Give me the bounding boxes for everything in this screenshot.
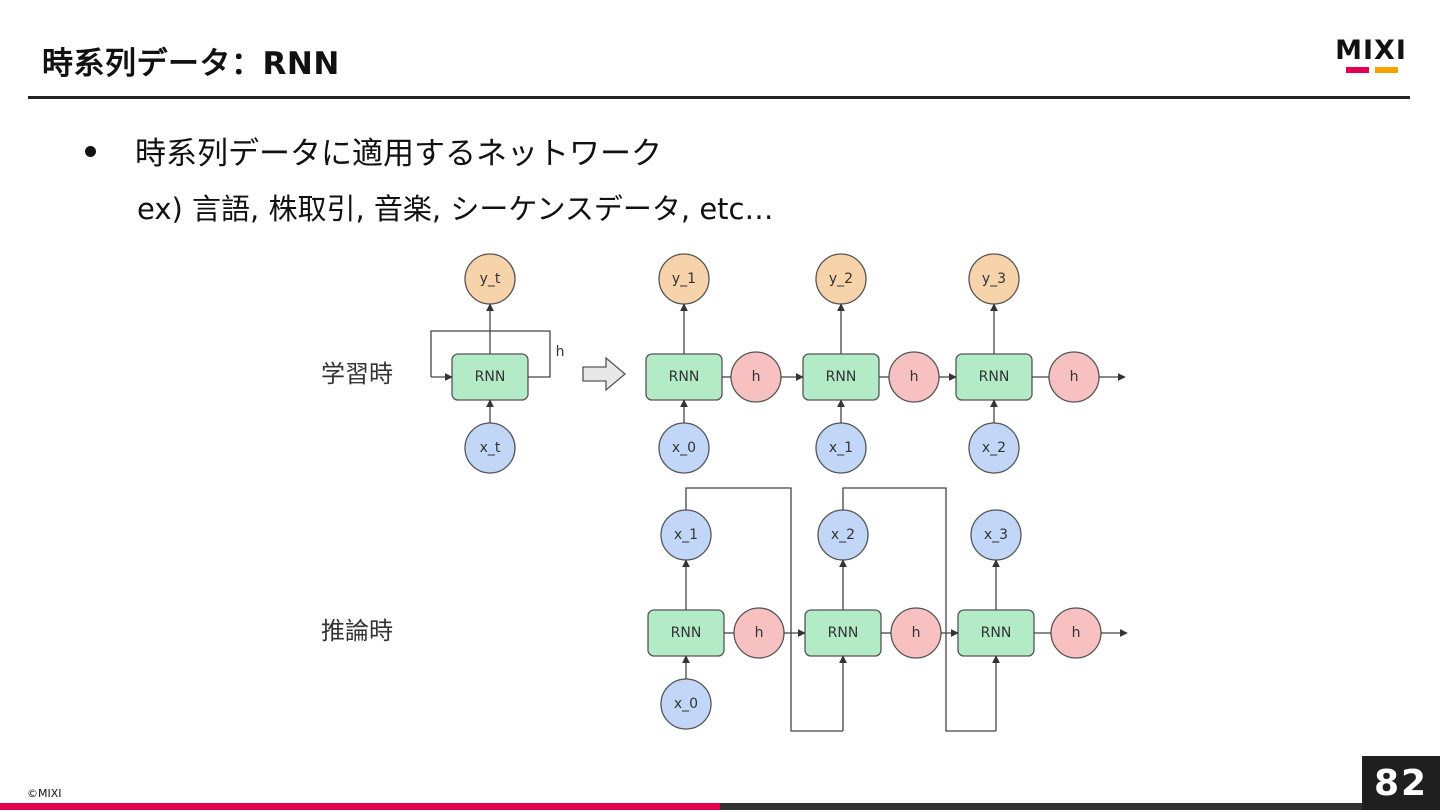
infer-hidden-node-2-label: h (1072, 625, 1081, 641)
title-divider (28, 96, 1410, 99)
copyright-text: ©MIXI (27, 787, 62, 800)
page-title: 時系列データ：RNN (42, 46, 340, 82)
footer-bar-red (0, 803, 720, 810)
unroll-arrow (582, 356, 627, 392)
feedback-line-0 (685, 487, 843, 732)
infer-output-node-2-label: x_3 (984, 527, 1008, 543)
logo-text: MIXI (1335, 35, 1407, 66)
train-hidden-node-2-label: h (1070, 369, 1079, 385)
mixi-logo: MIXI (1331, 37, 1411, 75)
row-label-train: 学習時 (321, 360, 393, 388)
rolled-output-node-label: y_t (480, 271, 501, 287)
train-input-node-1-label: x_1 (829, 440, 853, 456)
train-output-node-2-label: y_3 (982, 271, 1006, 287)
infer-hidden-node-0-label: h (755, 625, 764, 641)
rolled-loop-line (430, 330, 551, 378)
train-output-node-1-label: y_2 (829, 271, 853, 287)
bullet-main-text: 時系列データに適用するネットワーク (135, 136, 662, 172)
train-input-node-2-label: x_2 (982, 440, 1006, 456)
infer-rnn-cell-0-label: RNN (671, 625, 702, 641)
infer-hidden-node-1-label: h (912, 625, 921, 641)
train-output-node-0-label: y_1 (672, 271, 696, 287)
infer-output-node-0-label: x_1 (674, 527, 698, 543)
infer-rnn-cell-2-label: RNN (981, 625, 1012, 641)
rolled-loop-label: h (556, 344, 565, 360)
train-rnn-cell-2-label: RNN (979, 369, 1010, 385)
train-hidden-node-0-label: h (752, 369, 761, 385)
bullet-example-text: ex) 言語, 株取引, 音楽, シーケンスデータ, etc… (137, 192, 774, 226)
train-hidden-node-1-label: h (910, 369, 919, 385)
train-rnn-cell-1-label: RNN (826, 369, 857, 385)
feedback-line-1 (842, 487, 996, 732)
logo-bar-orange (1375, 67, 1398, 73)
train-input-node-0-label: x_0 (672, 440, 696, 456)
infer-output-node-1-label: x_2 (831, 527, 855, 543)
infer-input-node-label: x_0 (674, 696, 698, 712)
train-rnn-cell-0-label: RNN (669, 369, 700, 385)
infer-rnn-cell-1-label: RNN (828, 625, 859, 641)
page-number: 82 (1362, 756, 1440, 810)
bullet-dot (85, 146, 96, 157)
footer-bar-gray (720, 803, 1362, 810)
logo-bars (1346, 67, 1398, 73)
row-label-infer: 推論時 (321, 617, 393, 645)
rolled-rnn-cell-label: RNN (475, 369, 506, 385)
logo-bar-magenta (1346, 67, 1369, 73)
rolled-input-node-label: x_t (480, 440, 501, 456)
